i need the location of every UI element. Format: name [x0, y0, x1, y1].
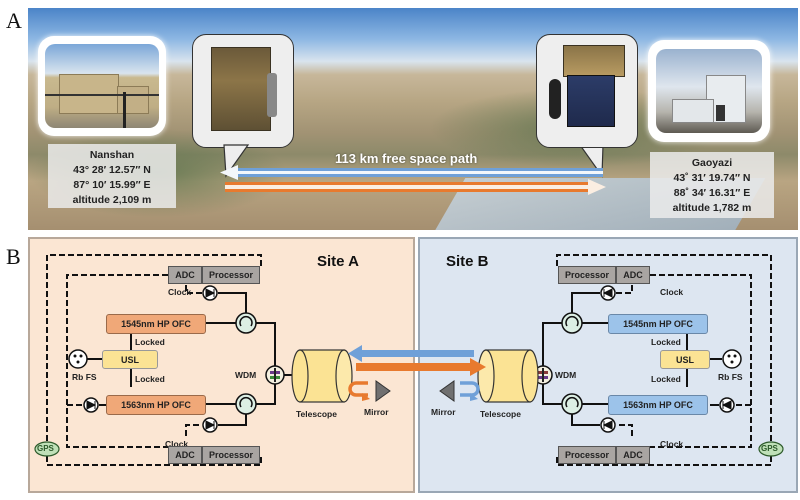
wdm-label: WDM	[555, 370, 577, 380]
rb-clock-icon	[722, 349, 742, 369]
processor-box-b-top: Processor	[558, 266, 616, 284]
clock-label: Clock	[165, 439, 189, 449]
longitude: 87° 10′ 15.99″ E	[73, 179, 151, 191]
clock-lines-site-b	[556, 254, 772, 466]
mirror-label: Mirror	[431, 407, 456, 417]
orange-beam-core	[225, 185, 590, 189]
gaoyazi-terminal-callout	[536, 34, 638, 148]
adc-box-a-top: ADC	[168, 266, 202, 284]
photodiode-icon	[202, 417, 218, 433]
locked-label: Locked	[651, 374, 681, 384]
locked-label: Locked	[651, 337, 681, 347]
schematic-wiring	[34, 254, 784, 466]
ofc-1545-a: 1545nm HP OFC	[106, 314, 206, 334]
panel-b-label: B	[6, 244, 21, 269]
mirror-label: Mirror	[364, 407, 389, 417]
site-name: Gaoyazi	[691, 157, 733, 169]
photodiode-icon	[83, 397, 99, 413]
rbfs-label: Rb FS	[72, 372, 97, 382]
blue-beam-core	[233, 171, 603, 174]
rbfs-label: Rb FS	[718, 372, 743, 382]
circulator-icon	[235, 312, 257, 334]
mirror-b-icon	[439, 380, 455, 402]
retro-orange-arrowhead	[362, 393, 370, 401]
blue-link-beam	[358, 350, 474, 357]
callout-pointer-left	[223, 144, 250, 178]
latitude: 43° 28′ 12.57″ N	[73, 164, 151, 176]
processor-box-b-bottom: Processor	[558, 446, 616, 464]
circulator-icon	[561, 393, 583, 415]
blue-link-arrowhead	[348, 345, 362, 362]
path-label: 113 km free space path	[335, 151, 478, 166]
adc-box-b-top: ADC	[616, 266, 650, 284]
map-panel: Nanshan 43° 28′ 12.57″ N 87° 10′ 15.99″ …	[28, 8, 798, 230]
fiber-lines-site-a	[86, 292, 292, 426]
nanshan-photo-frame	[38, 36, 166, 136]
wdm-label: WDM	[235, 370, 257, 380]
processor-box-a-top: Processor	[202, 266, 260, 284]
nanshan-terminal-callout	[192, 34, 294, 148]
retro-orange-arrow	[348, 381, 368, 397]
retro-blue-arrow	[460, 381, 480, 397]
telescope-label: Telescope	[480, 409, 521, 419]
ofc-1563-a: 1563nm HP OFC	[106, 395, 206, 415]
schematic-panel: Site A ADC Processor Clock 1545nm HP OFC…	[28, 237, 798, 495]
usl-box-b: USL	[660, 350, 710, 369]
orange-link-arrowhead	[470, 358, 486, 376]
circulator-icon	[235, 393, 257, 415]
callout-pointers	[220, 144, 606, 195]
site-a-title: Site A	[317, 253, 359, 270]
telescope-a-icon	[291, 349, 353, 403]
retro-blue-arrowhead	[470, 393, 478, 401]
ofc-1563-b: 1563nm HP OFC	[608, 395, 708, 415]
longitude: 88˚ 34′ 16.31″ E	[673, 187, 751, 199]
clock-label: Clock	[660, 439, 684, 449]
nanshan-station-photo	[45, 44, 159, 128]
panel-a-label: A	[6, 8, 22, 33]
rb-clock-icon	[68, 349, 88, 369]
mirror-a-icon	[375, 380, 391, 402]
clock-lines-site-a	[46, 254, 262, 466]
site-b-title: Site B	[446, 253, 489, 270]
photodiode-icon	[719, 397, 735, 413]
usl-box-a: USL	[102, 350, 158, 369]
adc-box-a-bottom: ADC	[168, 446, 202, 464]
gps-label: GPS	[761, 444, 778, 453]
altitude: altitude 1,782 m	[672, 202, 752, 214]
orange-beam-arrowhead	[588, 179, 606, 195]
photodiode-icon	[202, 285, 218, 301]
gps-receiver-icon	[758, 441, 784, 457]
latitude: 43˚ 31′ 19.74″ N	[673, 172, 751, 184]
gaoyazi-station-photo	[656, 49, 762, 133]
gps-receiver-icon	[34, 441, 60, 457]
blue-beam-arrowhead	[220, 165, 238, 180]
clock-label: Clock	[660, 287, 684, 297]
adc-box-b-bottom: ADC	[616, 446, 650, 464]
processor-box-a-bottom: Processor	[202, 446, 260, 464]
gaoyazi-info-box: Gaoyazi 43˚ 31′ 19.74″ N 88˚ 34′ 16.31″ …	[650, 152, 774, 218]
nanshan-info-box: Nanshan 43° 28′ 12.57″ N 87° 10′ 15.99″ …	[48, 144, 176, 208]
photodiode-icon	[600, 417, 616, 433]
optical-terminal-image	[563, 45, 625, 77]
locked-label: Locked	[135, 374, 165, 384]
photodiode-icon	[600, 285, 616, 301]
altitude: altitude 2,109 m	[72, 194, 152, 206]
telescope-b-icon	[477, 349, 539, 403]
wdm-icon	[265, 365, 285, 385]
clock-label: Clock	[168, 287, 192, 297]
gps-label: GPS	[37, 444, 54, 453]
orange-link-beam	[356, 363, 474, 371]
telescope-label: Telescope	[296, 409, 337, 419]
gaoyazi-photo-frame	[648, 40, 770, 142]
locked-label: Locked	[135, 337, 165, 347]
circulator-icon	[561, 312, 583, 334]
site-name: Nanshan	[89, 149, 135, 161]
ofc-1545-b: 1545nm HP OFC	[608, 314, 708, 334]
